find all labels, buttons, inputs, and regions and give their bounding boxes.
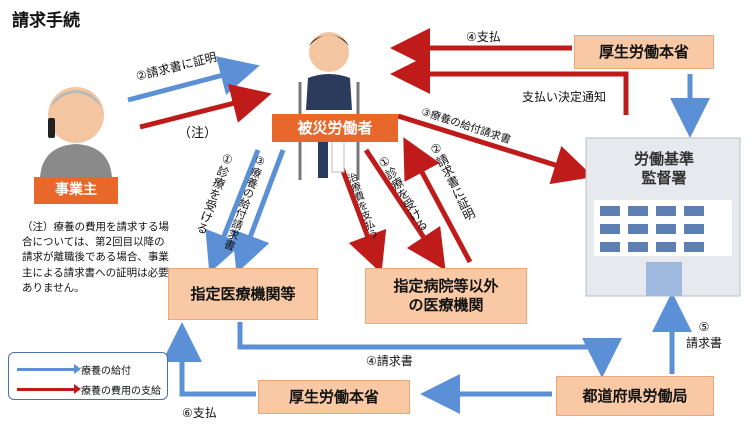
label-pay-decision: 支払い決定通知: [522, 90, 607, 104]
victim-illustration: [298, 32, 360, 180]
note-text: （注）療養の費用を請求する場合については、第2回目以降の請求が離職後である場合、…: [22, 221, 169, 294]
label-pay-top: ④支払: [466, 30, 501, 44]
mhlw-bottom-box: 厚生労働本省: [258, 380, 410, 414]
arrow-claim-office: [397, 113, 594, 185]
mhlw-top-box: 厚生労働本省: [574, 35, 714, 69]
arrow-claim-3: [231, 149, 286, 274]
legend-cost: 療養の費用の支給: [17, 382, 161, 397]
inspection-office-label: 労働基準 監督署: [598, 145, 730, 193]
victim-box: 被災労働者: [272, 114, 398, 142]
arrow-pay-decision: [390, 54, 629, 115]
designated-medical-box: 指定医療機関等: [168, 268, 318, 320]
label-claim-4: ④請求書: [366, 354, 413, 368]
employer-box: 事業主: [34, 177, 118, 204]
legend-blue-arrow-icon: [17, 364, 81, 374]
arrow-cert-blue: [127, 56, 260, 103]
labor-bureau-box: 都道府県労働局: [556, 376, 714, 416]
legend: 療養の給付 療養の費用の支給: [8, 352, 168, 400]
legend-red-arrow-icon: [17, 384, 81, 394]
arrow-receive-2: [363, 148, 446, 271]
non-designated-medical-box: 指定病院等以外 の医療機関: [365, 268, 527, 324]
arrow-receive-1: [205, 149, 261, 274]
label-pay-6: ⑥支払: [182, 406, 217, 420]
label-note-mark: （注）: [178, 126, 218, 141]
legend-benefit-label: 療養の給付: [81, 366, 131, 377]
arrow-cert-red: [139, 84, 272, 130]
legend-benefit: 療養の給付: [17, 362, 131, 377]
label-claim-5: ⑤ 請求書: [686, 320, 723, 350]
legend-cost-label: 療養の費用の支給: [81, 386, 161, 397]
page-title: 請求手続: [12, 11, 80, 31]
employer-illustration: [40, 87, 112, 178]
arrow-cert-2: [403, 137, 473, 264]
arrow-claim-4: [237, 322, 622, 378]
arrow-pay-6: [162, 322, 256, 397]
